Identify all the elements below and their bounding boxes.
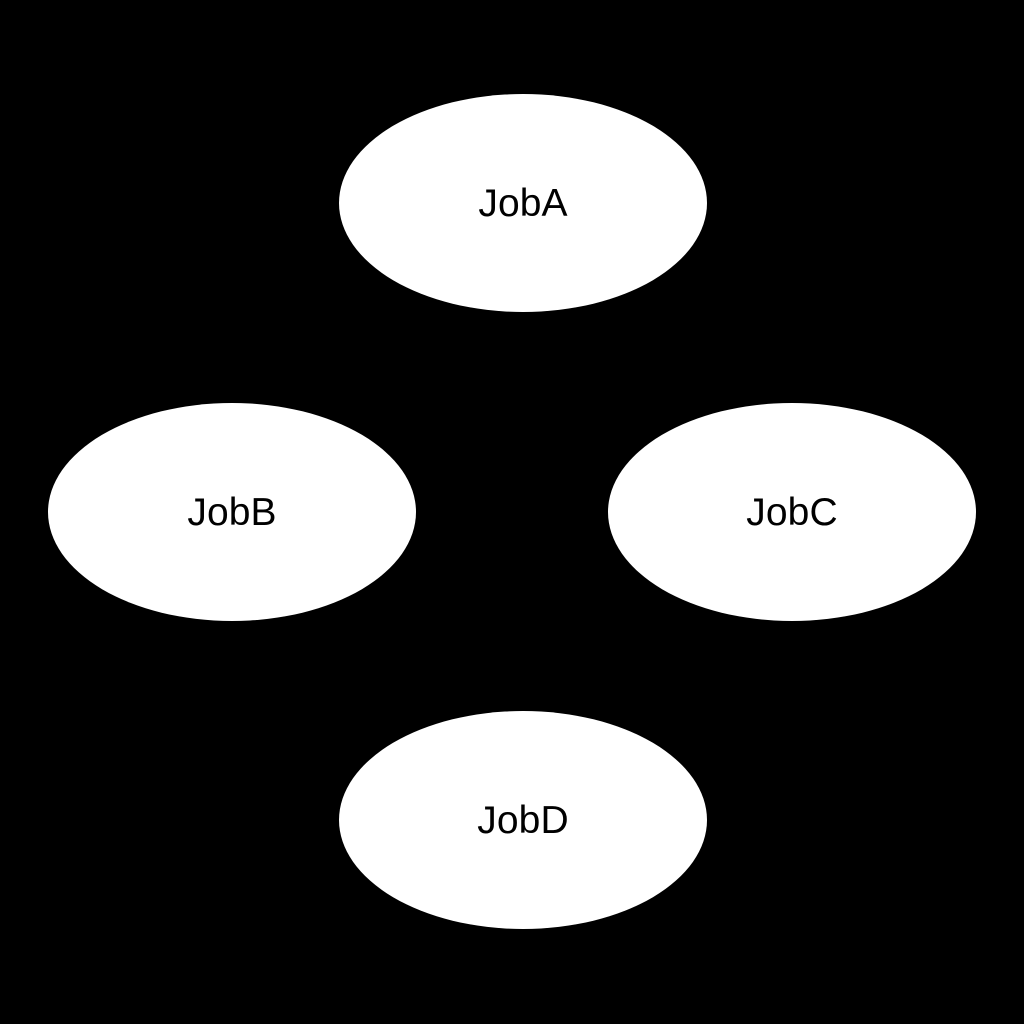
graph-node-jobb[interactable]: JobB [48,403,416,621]
graph-node-jobc[interactable]: JobC [608,403,976,621]
ellipse-shape-jobb [48,403,416,621]
node-label-jobc: JobC [746,490,838,534]
ellipse-shape-joba [339,94,707,312]
node-label-jobd: JobD [477,798,569,842]
ellipse-shape-jobd [339,711,707,929]
node-label-joba: JobA [478,181,568,225]
graph-node-jobd[interactable]: JobD [339,711,707,929]
node-label-jobb: JobB [187,490,277,534]
graph-node-joba[interactable]: JobA [339,94,707,312]
ellipse-shape-jobc [608,403,976,621]
